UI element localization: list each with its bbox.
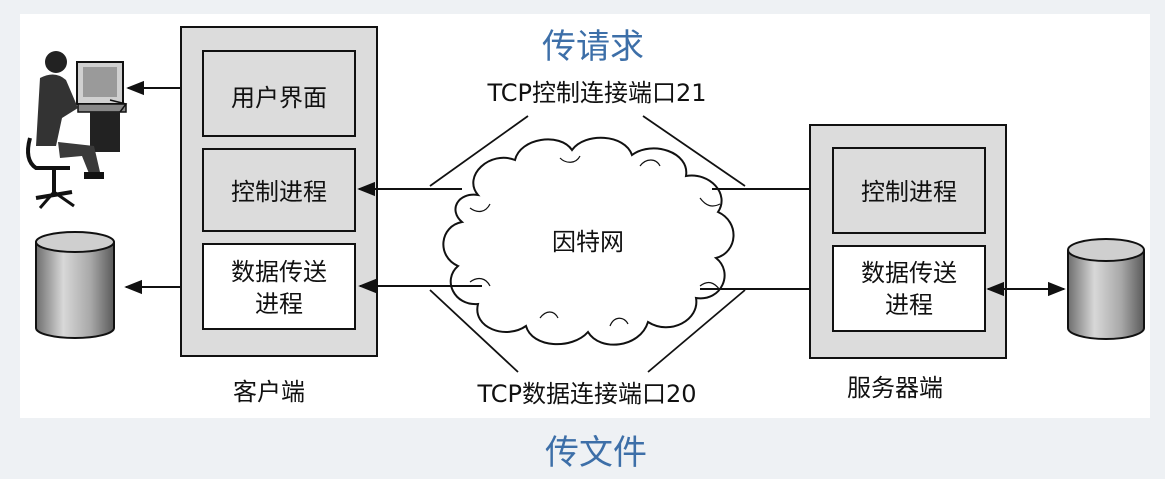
server-label: 服务器端 <box>847 374 943 402</box>
client-database-icon <box>35 231 115 339</box>
client-ui-label: 用户界面 <box>231 84 327 112</box>
client-control-box <box>202 148 356 232</box>
client-control-label: 控制进程 <box>231 178 327 206</box>
server-control-box <box>832 147 986 234</box>
client-ui-box <box>202 50 356 137</box>
user-at-computer-icon <box>26 51 128 209</box>
control-port-label: TCP控制连接端口21 <box>486 79 706 107</box>
internet-cloud <box>442 136 735 346</box>
internet-label: 因特网 <box>552 228 624 256</box>
client-label: 客户端 <box>233 378 305 406</box>
server-data-label-1: 数据传送 <box>861 259 957 287</box>
client-data-box <box>202 243 356 330</box>
server-data-box <box>832 245 986 332</box>
server-data-label-2: 进程 <box>885 291 933 319</box>
server-database-icon <box>1067 238 1145 340</box>
client-data-label-1: 数据传送 <box>231 258 327 286</box>
client-data-label-2: 进程 <box>255 290 303 318</box>
data-port-label: TCP数据连接端口20 <box>476 380 696 408</box>
caption-top: 传请求 <box>542 27 644 67</box>
server-control-label: 控制进程 <box>861 178 957 206</box>
connection-pipes <box>429 115 746 373</box>
caption-bottom: 传文件 <box>545 433 647 473</box>
